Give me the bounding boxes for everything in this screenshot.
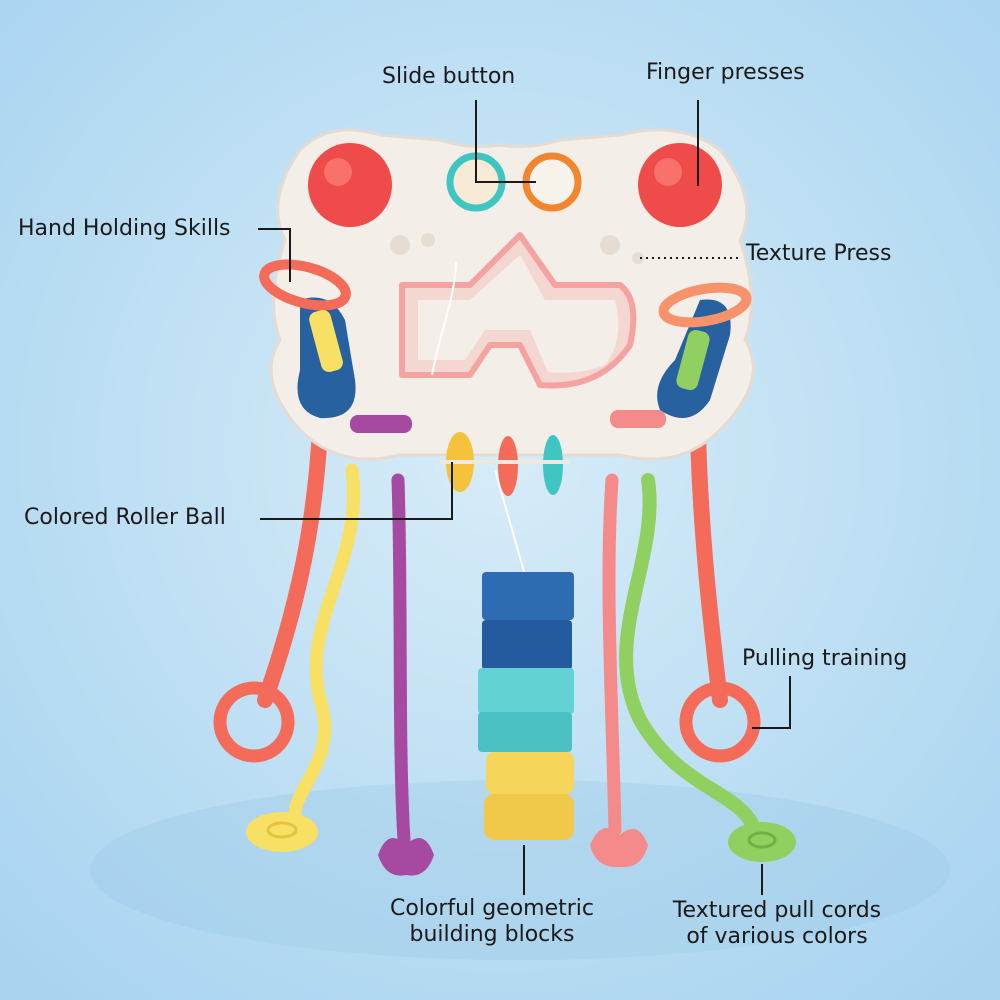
yellow-cord-end <box>246 812 318 852</box>
green-cord-end <box>728 822 796 862</box>
building-blocks <box>478 572 574 840</box>
line-slide-button <box>475 100 536 183</box>
coral-cord-right <box>690 422 728 708</box>
purple-cord <box>391 473 411 847</box>
line-pulling-training <box>752 676 791 729</box>
roller-ball-coral <box>498 436 518 496</box>
label-building-blocks: Colorful geometric building blocks <box>372 896 612 949</box>
label-finger-presses: Finger presses <box>646 60 805 85</box>
label-colored-roller-ball: Colored Roller Ball <box>24 505 226 530</box>
pull-cords <box>257 422 762 847</box>
pink-cord <box>602 473 622 837</box>
line-roller-ball <box>260 462 453 520</box>
roller-ball-teal <box>543 435 563 495</box>
label-building-blocks-line2: building blocks <box>409 922 575 948</box>
label-building-blocks-line1: Colorful geometric <box>389 896 595 921</box>
pink-cord-end <box>590 827 648 868</box>
label-pull-cords-line2: of various colors <box>686 924 868 950</box>
label-pull-cords-line1: Textured pull cords <box>672 898 882 923</box>
label-texture-press: Texture Press <box>746 241 892 266</box>
label-pulling-training: Pulling training <box>742 646 908 671</box>
coral-cord-left <box>257 422 328 708</box>
label-pull-cords: Textured pull cords of various colors <box>652 898 902 951</box>
line-hand-holding <box>258 228 291 282</box>
coral-ring-right <box>679 681 761 763</box>
label-hand-holding-skills: Hand Holding Skills <box>18 216 231 241</box>
label-slide-button: Slide button <box>382 64 516 89</box>
yellow-cord <box>288 463 361 827</box>
coral-ring-left <box>213 681 295 763</box>
purple-cord-end <box>378 837 434 876</box>
green-cord <box>619 473 762 837</box>
